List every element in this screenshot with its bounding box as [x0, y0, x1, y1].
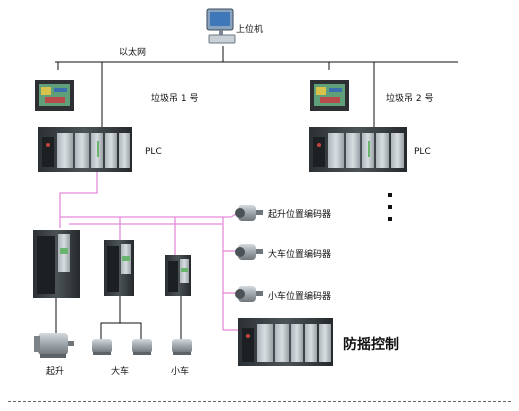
footer-divider: [8, 401, 511, 402]
drive-trolley-icon: [165, 255, 191, 296]
hmi-panel-2-icon: [310, 80, 349, 111]
host-label: 上位机: [236, 25, 264, 35]
drive-bridge-icon: [104, 240, 134, 296]
encoder-hoist-icon: [235, 205, 263, 221]
crane-1-label: 垃圾吊 1 号: [151, 94, 199, 104]
ethernet-bus: [55, 46, 458, 128]
anti-sway-controller-icon: [238, 318, 333, 366]
motor-bridge-right-icon: [132, 339, 152, 355]
motor-trolley-label: 小车: [171, 367, 190, 377]
encoder-trolley-label: 小车位置编码器: [268, 292, 332, 302]
ethernet-label: 以太网: [119, 48, 147, 58]
plc-2-label: PLC: [414, 147, 431, 157]
crane-2-label: 垃圾吊 2 号: [386, 94, 434, 104]
motor-bridge-label: 大车: [111, 367, 130, 377]
encoder-hoist-label: 起升位置编码器: [268, 210, 332, 220]
motor-cables: [55, 296, 182, 339]
plc-1-label: PLC: [145, 147, 162, 157]
plc-1-icon: [38, 127, 132, 172]
encoder-bridge-label: 大车位置编码器: [268, 250, 332, 260]
hmi-panel-1-icon: [35, 80, 74, 111]
anti-sway-label: 防摇控制: [343, 337, 399, 353]
motor-trolley-icon: [172, 339, 192, 355]
plc-2-icon: [309, 127, 407, 172]
profibus-network: [59, 172, 238, 331]
encoder-bridge-icon: [235, 244, 263, 260]
motor-hoist-label: 起升: [46, 367, 65, 377]
drive-hoist-icon: [33, 230, 80, 298]
continuation-dots: [388, 193, 394, 229]
host-computer-icon: [206, 8, 236, 44]
motor-hoist-icon: [34, 333, 74, 358]
motor-bridge-left-icon: [92, 339, 112, 355]
encoder-trolley-icon: [235, 286, 263, 302]
